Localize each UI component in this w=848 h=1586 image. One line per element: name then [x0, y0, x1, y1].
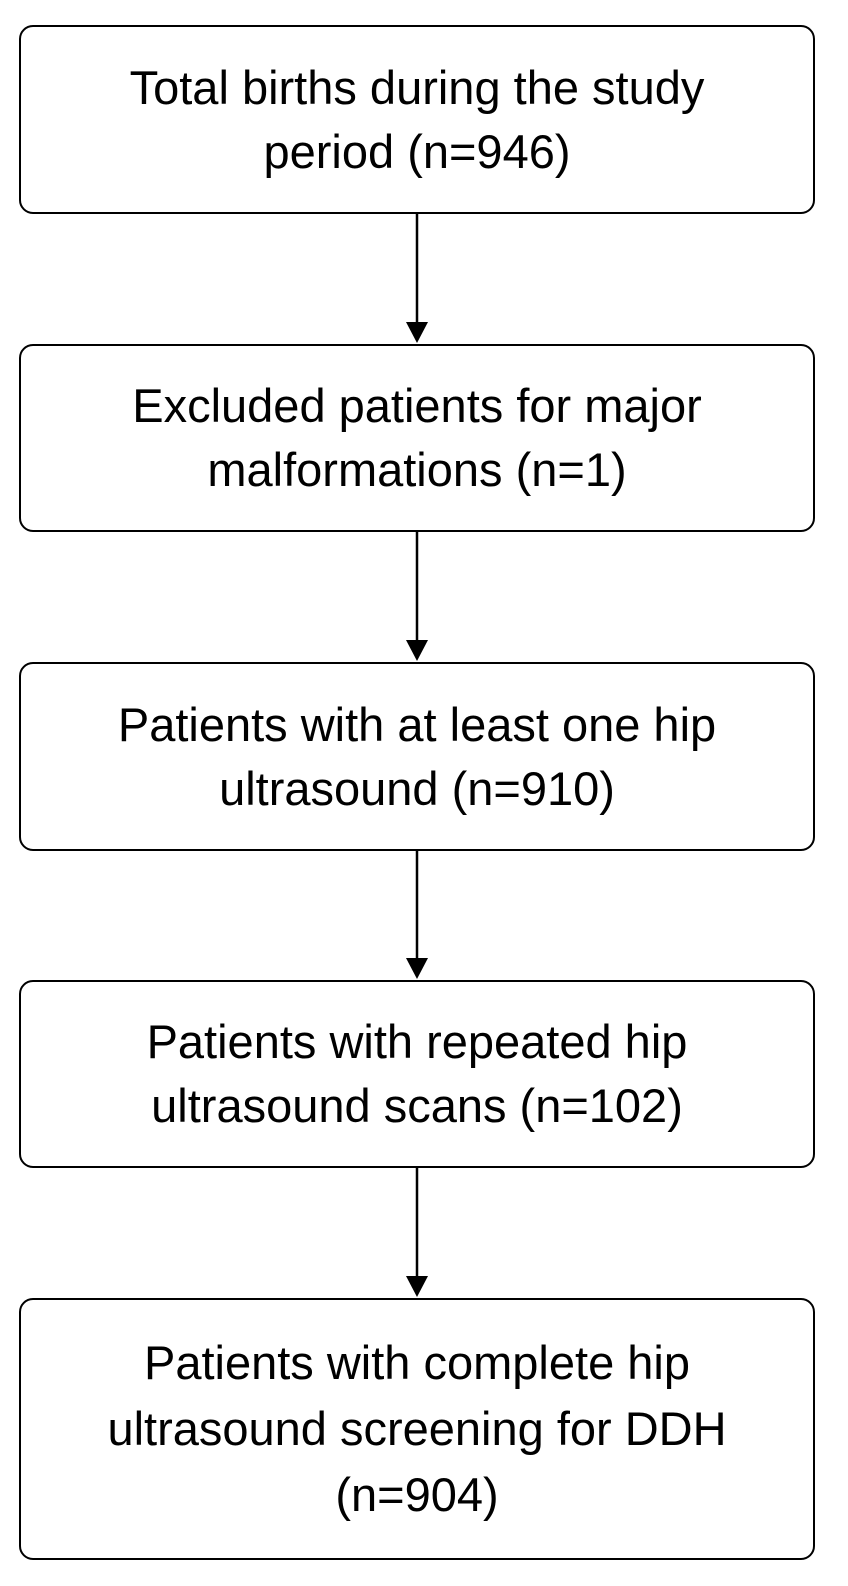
- flow-box-text-line: ultrasound screening for DDH: [107, 1402, 727, 1455]
- arrow-1-to-2: [406, 214, 428, 343]
- flow-box-text-line: period (n=946): [263, 124, 571, 178]
- flow-box-total-births: Total births during the study period (n=…: [19, 25, 815, 214]
- flow-box-text-line: ultrasound scans (n=102): [151, 1079, 683, 1132]
- flow-box-complete-screening: Patients with complete hip ultrasound sc…: [19, 1298, 815, 1560]
- arrow-2-to-3: [406, 532, 428, 661]
- flow-box-text-line: Patients with repeated hip: [146, 1015, 688, 1068]
- flow-box-text-line: Total births during the study: [129, 60, 705, 114]
- flow-box-at-least-one-ultrasound: Patients with at least one hip ultrasoun…: [19, 662, 815, 851]
- flow-box-text-line: Patients with at least one hip: [117, 697, 717, 751]
- arrow-4-to-5: [406, 1168, 428, 1297]
- arrow-3-to-4: [406, 851, 428, 979]
- flow-box-text-line: (n=904): [335, 1468, 499, 1521]
- flow-box-repeated-ultrasound: Patients with repeated hip ultrasound sc…: [19, 980, 815, 1168]
- flow-box-text-line: Excluded patients for major: [132, 379, 702, 432]
- flow-box-text-line: ultrasound (n=910): [219, 761, 615, 815]
- flow-box-text-line: malformations (n=1): [207, 443, 627, 496]
- flow-box-text-line: Patients with complete hip: [143, 1336, 690, 1389]
- flow-box-excluded-patients: Excluded patients for major malformation…: [19, 344, 815, 532]
